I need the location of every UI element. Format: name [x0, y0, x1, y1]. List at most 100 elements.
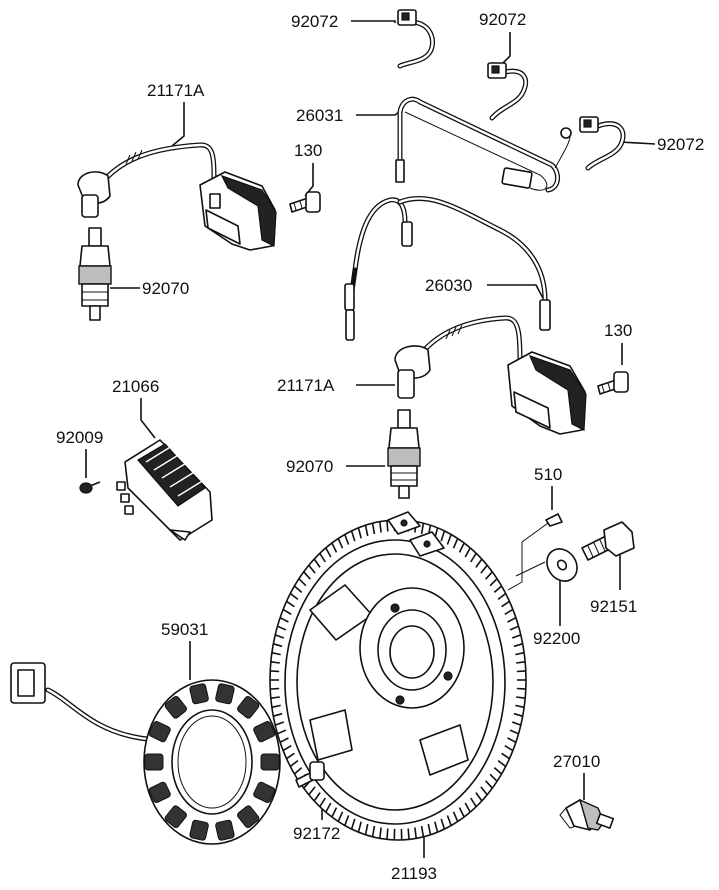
harness-26030 [344, 195, 551, 341]
gear-tooth [270, 687, 280, 690]
gear-tooth [501, 752, 510, 760]
stator-pole [253, 781, 276, 804]
label-27010: 27010 [553, 752, 600, 771]
bolt-130-lower [597, 371, 629, 395]
gear-tooth [303, 571, 311, 580]
gear-tooth [364, 525, 369, 537]
gear-tooth [427, 823, 432, 835]
gear-tooth [337, 538, 344, 549]
gear-tooth [434, 821, 439, 833]
ignition-coil-upper [77, 142, 277, 251]
gear-tooth [504, 745, 514, 752]
stator-pole [215, 683, 235, 705]
gear-tooth [497, 759, 507, 768]
gear-tooth [319, 797, 326, 808]
gear-tooth [371, 523, 376, 535]
gear-tooth [458, 542, 465, 553]
stator-59031 [10, 662, 281, 845]
label-92009: 92009 [56, 428, 103, 447]
gear-tooth [464, 547, 471, 558]
gear-tooth [270, 670, 280, 673]
gear-tooth [475, 558, 483, 568]
gear-tooth [279, 737, 289, 744]
gear-tooth [452, 811, 459, 822]
gear-tooth [511, 721, 522, 726]
gear-tooth [282, 745, 292, 752]
gear-tooth [325, 802, 332, 813]
gear-tooth [379, 827, 382, 839]
gear-tooth [493, 766, 503, 775]
stator-pole [237, 695, 260, 719]
gear-tooth [515, 704, 525, 709]
bolt-130-upper [289, 191, 321, 213]
gear-tooth [286, 600, 295, 608]
gear-tooth [289, 592, 299, 601]
label-92072-top-left: 92072 [291, 12, 338, 31]
gear-tooth [270, 696, 280, 699]
spark-plug-upper [78, 227, 112, 321]
gear-tooth [470, 552, 477, 563]
bolt-92151 [581, 521, 635, 561]
label-92200: 92200 [533, 629, 580, 648]
gear-tooth [497, 592, 507, 601]
gear-tooth [480, 564, 488, 574]
stator-pole [215, 819, 235, 841]
gear-tooth [344, 534, 350, 545]
gear-tooth [386, 520, 389, 532]
gear-tooth [277, 625, 287, 631]
flywheel-21193 [269, 511, 527, 841]
spark-plug-lower [387, 409, 421, 499]
gear-tooth [273, 712, 283, 717]
stator-pole [144, 753, 164, 771]
gear-tooth [357, 527, 362, 539]
gear-tooth [371, 825, 376, 837]
gear-tooth [515, 651, 525, 656]
gear-tooth [337, 811, 344, 822]
gear-tooth [271, 651, 281, 656]
gear-tooth [313, 558, 321, 568]
label-26030: 26030 [425, 276, 472, 295]
gear-tooth [485, 571, 493, 580]
gear-tooth [507, 616, 517, 623]
washer-92200 [546, 548, 578, 582]
gear-tooth [407, 828, 410, 840]
gear-tooth [277, 729, 287, 735]
gear-tooth [516, 670, 526, 673]
gear-tooth [458, 807, 465, 818]
stator-poles [144, 683, 280, 841]
gear-tooth [331, 807, 338, 818]
gear-tooth [470, 797, 477, 808]
label-92070-upper: 92070 [142, 279, 189, 298]
gear-tooth [386, 828, 389, 840]
label-59031: 59031 [161, 620, 208, 639]
label-92172: 92172 [293, 824, 340, 843]
gear-tooth [489, 773, 498, 782]
label-92072-top-right: 92072 [479, 10, 526, 29]
gear-tooth [282, 608, 292, 615]
gear-tooth [350, 530, 356, 542]
label-92072-right: 92072 [657, 135, 704, 154]
gear-tooth [364, 823, 369, 835]
gear-tooth [440, 818, 446, 830]
label-21066: 21066 [112, 377, 159, 396]
gear-tooth [357, 821, 362, 833]
gear-tooth [319, 552, 326, 563]
gear-tooth [516, 687, 526, 690]
gear-tooth [298, 578, 307, 587]
label-92070-lower: 92070 [286, 457, 333, 476]
gear-tooth [286, 752, 295, 760]
gear-tooth [350, 818, 356, 830]
gear-tooth [501, 600, 510, 608]
gear-tooth [511, 634, 522, 639]
gear-tooth [270, 661, 280, 664]
stator-pole [164, 805, 187, 829]
gear-tooth [308, 786, 316, 796]
gear-tooth [485, 780, 493, 789]
gear-tooth [313, 792, 321, 802]
gear-tooth [273, 643, 283, 648]
screw-92172 [295, 761, 325, 788]
gear-tooth [516, 696, 526, 699]
gear-tooth [504, 608, 514, 615]
stator-pole [189, 819, 209, 841]
connector-92072-right [579, 116, 626, 171]
